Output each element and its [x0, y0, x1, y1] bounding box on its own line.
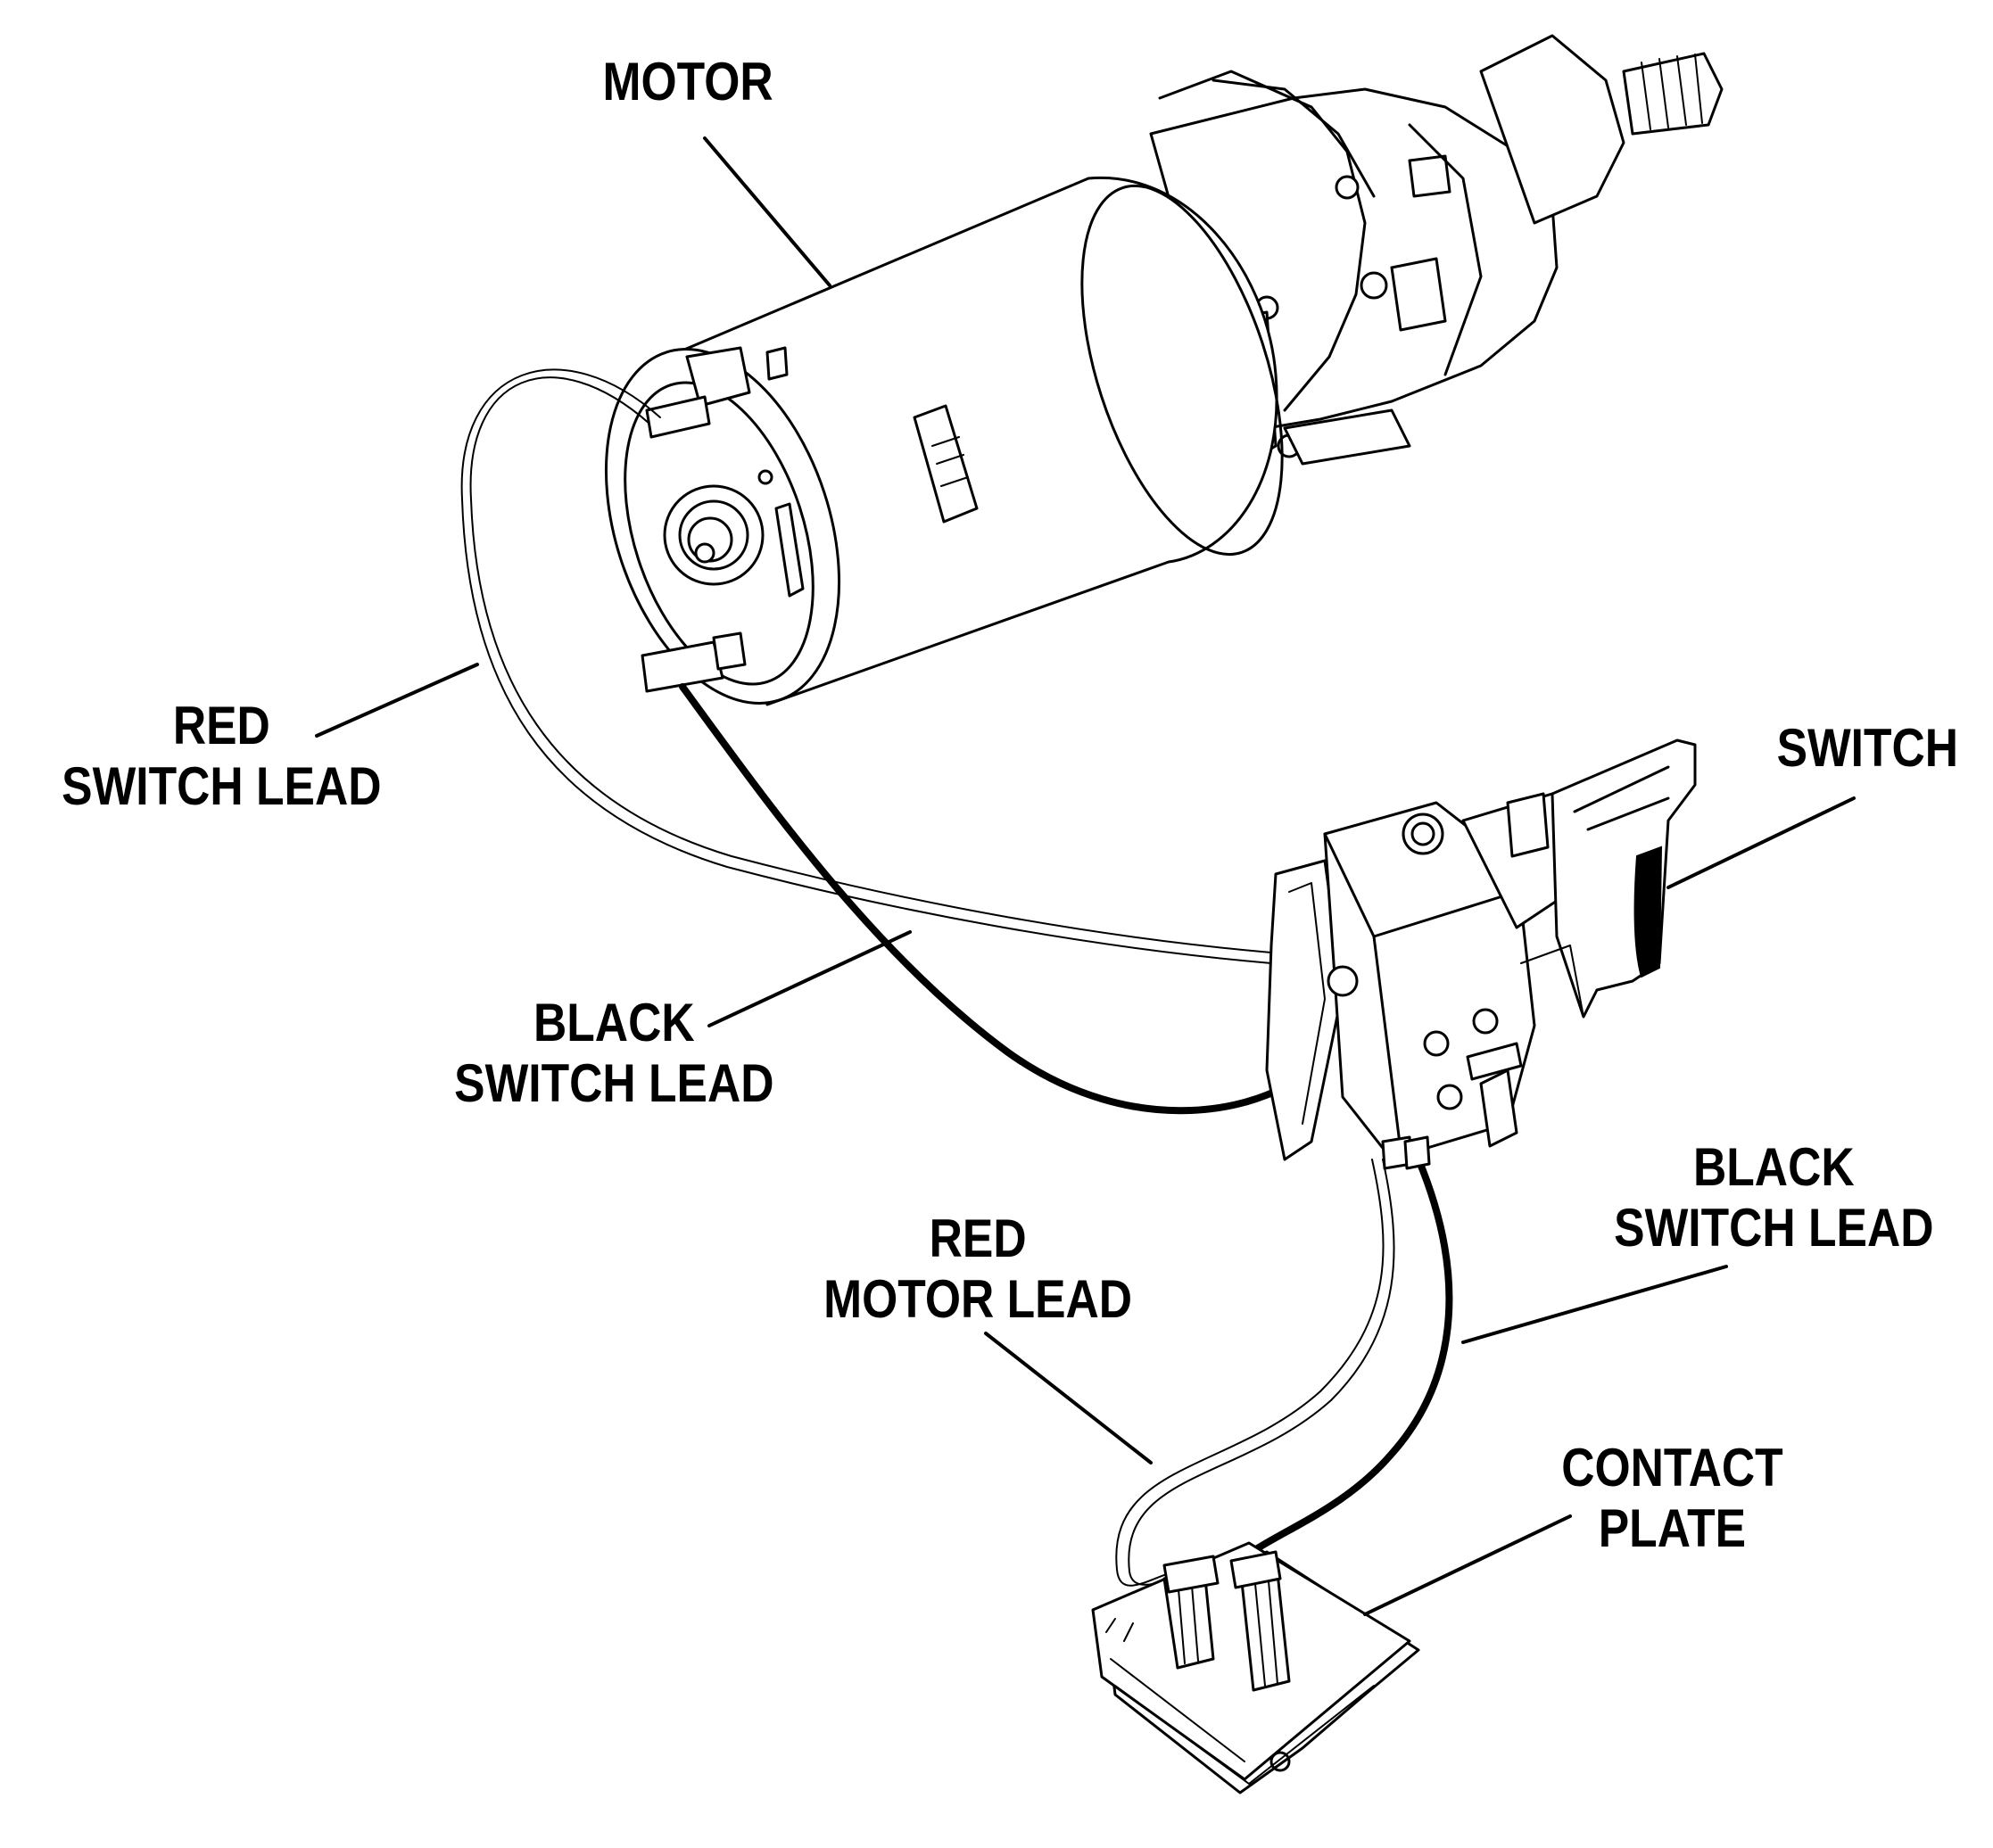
leader-lines	[315, 136, 1856, 1616]
contact-plate-label: CONTACT PLATE	[1561, 1438, 1782, 1559]
contact-plate-label-line2: PLATE	[1598, 1498, 1747, 1558]
black-lower-lead-wire	[1228, 1156, 1453, 1572]
switch-label-text: SWITCH	[1776, 718, 1959, 778]
red-switch-lead-label-line1: RED	[172, 696, 270, 755]
contact-plate	[1091, 1541, 1420, 1794]
red-motor-lead-leader	[984, 1332, 1153, 1464]
motor-leader	[703, 136, 831, 287]
red-motor-lead-label-line1: RED	[929, 1209, 1027, 1268]
black-switch-lead-wire	[679, 683, 1337, 1115]
red-switch-lead-label-line2: SWITCH LEAD	[62, 756, 382, 816]
contact-plate-leader	[1363, 1514, 1572, 1616]
black-switch-lead-upper-label: BLACK SWITCH LEAD	[454, 993, 773, 1114]
switch-leader	[1666, 796, 1856, 889]
contact-plate-label-line1: CONTACT	[1561, 1438, 1783, 1497]
switch	[1265, 738, 1697, 1170]
red-motor-lead-wire	[1115, 1159, 1385, 1587]
switch-label: SWITCH	[1777, 718, 1959, 779]
black-switch-lead-upper-label-line2: SWITCH LEAD	[454, 1053, 774, 1113]
red-switch-lead-label: RED SWITCH LEAD	[62, 696, 381, 817]
black-switch-lead-lower-leader	[1461, 1265, 1728, 1344]
black-switch-lead-lower-label-line2: SWITCH LEAD	[1614, 1198, 1934, 1258]
motor	[604, 34, 1724, 706]
motor-label: MOTOR	[603, 52, 773, 112]
red-switch-lead-leader	[315, 663, 479, 738]
black-switch-lead-upper-label-line1: BLACK	[533, 993, 695, 1052]
motor-end-cap	[604, 346, 841, 705]
black-switch-lead-lower-label-line1: BLACK	[1693, 1137, 1855, 1197]
red-motor-lead-label-line2: MOTOR LEAD	[823, 1269, 1133, 1329]
motor-label-text: MOTOR	[602, 52, 773, 111]
black-switch-lead-upper-leader	[707, 930, 912, 1027]
red-switch-lead-wire	[469, 376, 1272, 953]
red-motor-lead-label: RED MOTOR LEAD	[823, 1209, 1132, 1330]
black-switch-lead-lower-label: BLACK SWITCH LEAD	[1614, 1137, 1933, 1258]
